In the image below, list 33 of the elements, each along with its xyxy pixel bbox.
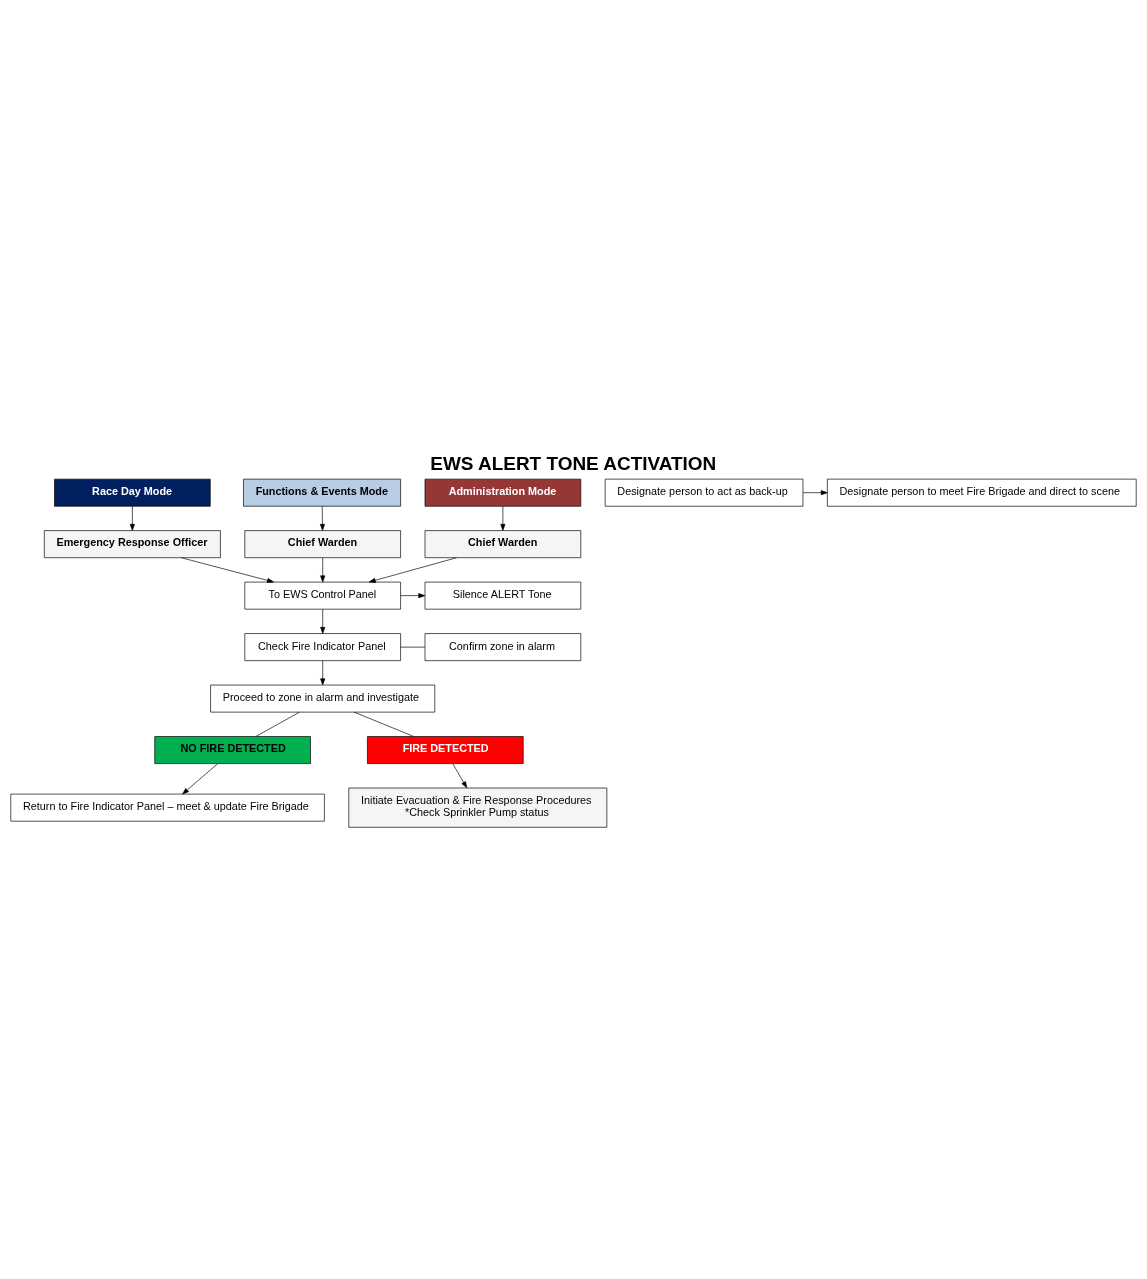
- node-box: Initiate Evacuation & Fire Response Procedures *Check Sprinkler Pump status: [348, 787, 608, 828]
- node-box: Chief Warden: [424, 529, 582, 558]
- node-box: To EWS Control Panel: [244, 581, 401, 609]
- arrow: [181, 556, 274, 583]
- arrow: [320, 505, 325, 531]
- node-box: Functions & Events Mode: [243, 478, 401, 507]
- connector: [353, 711, 414, 737]
- node-box: NO FIRE DETECTED: [154, 735, 311, 764]
- arrow: [802, 489, 828, 495]
- arrow: [452, 762, 468, 788]
- node-box: Chief Warden: [244, 529, 401, 558]
- arrow: [368, 556, 457, 583]
- node-box: Race Day Mode: [54, 478, 211, 507]
- node-box: Administration Mode: [424, 478, 582, 507]
- arrow: [320, 659, 326, 685]
- arrow: [320, 608, 326, 634]
- connector: [255, 711, 300, 737]
- arrow: [129, 505, 135, 531]
- node-box: Designate person to act as back-up: [604, 478, 804, 507]
- diagram-title: EWS ALERT TONE ACTIVATION: [430, 452, 717, 474]
- node-box: Return to Fire Indicator Panel – meet & update Fire Brigade: [10, 793, 325, 822]
- node-box: Check Fire Indicator Panel: [244, 632, 401, 661]
- node-box: FIRE DETECTED: [367, 735, 524, 764]
- node-box: Proceed to zone in alarm and investigate: [210, 684, 436, 712]
- node-box: Designate person to meet Fire Brigade and direct to scene: [827, 478, 1137, 507]
- arrow: [182, 762, 218, 794]
- arrow: [320, 556, 326, 582]
- node-box: Silence ALERT Tone: [424, 581, 582, 609]
- node-box: Emergency Response Officer: [43, 529, 221, 558]
- arrow: [400, 592, 426, 598]
- connector: [400, 646, 426, 647]
- arrow: [500, 505, 506, 531]
- node-box: Confirm zone in alarm: [424, 632, 582, 661]
